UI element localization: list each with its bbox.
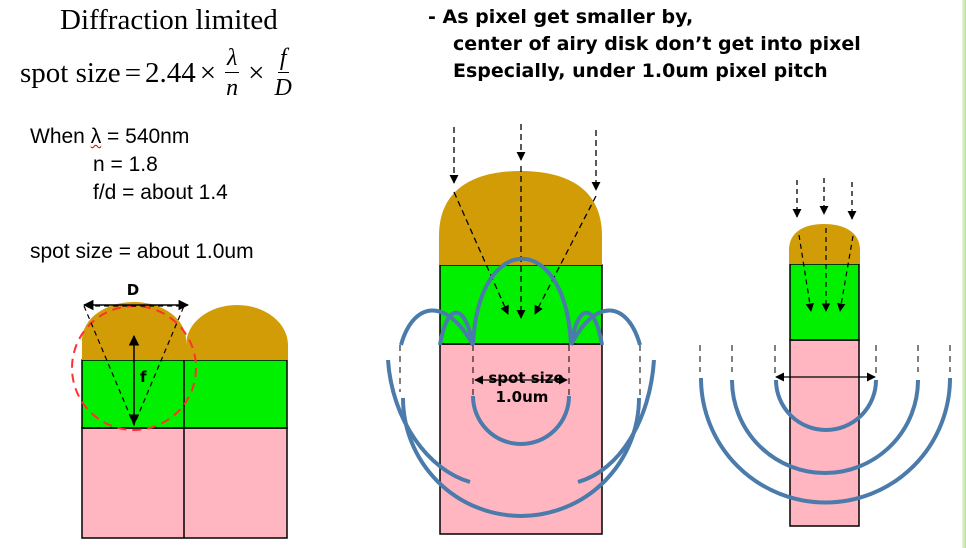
formula-times-1: × [199,56,217,89]
lambda-value: = 540nm [107,125,190,148]
spot-size-formula: spot size = 2.44 × λ n × f D [20,40,298,106]
formula-lambda: λ [224,45,240,73]
formula-fraction-f-d: f D [273,46,294,100]
spot-size-value: 1.0um [496,388,549,406]
formula-fraction-lambda-n: λ n [224,46,240,100]
right-photodiode [789,339,860,527]
condition-spot-size: spot size = about 1.0um [30,240,254,263]
condition-fd: f/d = about 1.4 [93,181,228,204]
bullet-line-1: - As pixel get smaller by, [428,6,694,28]
bullet-notes: - As pixel get smaller by, center of air… [428,4,861,85]
formula-f: f [277,45,289,73]
middle-pixel-diagram: spot size 1.0um [386,124,656,535]
right-pixel-diagram [699,178,952,527]
right-color-filter [789,263,860,341]
formula-times-2: × [248,56,265,89]
d-label: D [127,281,139,299]
formula-n: n [226,75,239,101]
formula-equals: = [124,56,142,89]
right-microlens [789,224,860,264]
when-label: When [30,125,85,148]
left-microlens-2 [186,305,288,360]
lambda-symbol: λ [90,125,102,148]
formula-lhs: spot size [20,56,121,89]
bullet-line-3: Especially, under 1.0um pixel pitch [453,60,828,82]
right-edge-decoration [962,0,966,548]
formula-title: Diffraction limited [60,4,278,36]
spot-size-label: spot size [488,369,563,387]
bullet-line-2: center of airy disk don’t get into pixel [453,33,861,55]
left-pixel-diagram: D f [71,281,288,539]
right-diffraction-waves [699,377,952,505]
condition-lambda: When λ = 540nm [30,123,189,151]
condition-n: n = 1.8 [93,153,158,176]
middle-diffraction-waves [386,256,656,518]
formula-coefficient: 2.44 [145,56,196,89]
formula-d: D [274,75,292,101]
left-microlens-1 [82,302,186,360]
f-label: f [140,368,147,386]
